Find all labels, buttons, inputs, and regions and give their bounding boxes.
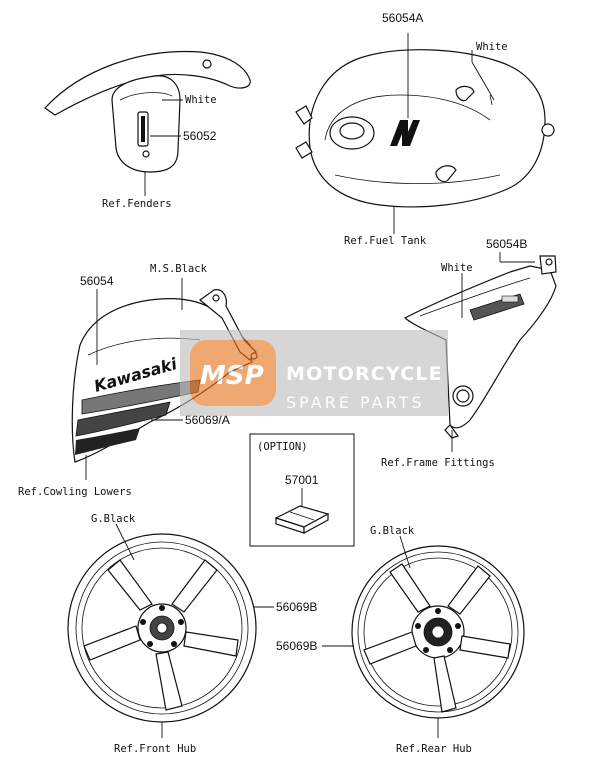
option-box: (OPTION) 57001 (249, 433, 355, 547)
front-part-number[interactable]: 56069B (276, 600, 317, 614)
watermark-logo: MSP (200, 361, 264, 391)
rear-part-number[interactable]: 56069B (276, 639, 317, 653)
fender-part-number[interactable]: 56052 (183, 129, 217, 143)
cowl-part-number[interactable]: 56054 (80, 274, 114, 288)
option-clip-part[interactable] (274, 505, 330, 535)
watermark-logo-badge (190, 340, 276, 406)
watermark: MSP MOTORCYCLE SPARE PARTS (180, 330, 448, 416)
option-part-number[interactable]: 57001 (285, 473, 319, 487)
watermark-subtitle: SPARE PARTS (286, 393, 425, 412)
cowl-ref-label: Ref.Cowling Lowers (18, 486, 132, 498)
watermark-title: MOTORCYCLE (286, 363, 443, 385)
front-fender[interactable] (44, 50, 251, 173)
front-color-label: G.Black (91, 513, 136, 525)
frame-part-number[interactable]: 56054B (486, 237, 527, 251)
rear-color-label: G.Black (370, 525, 415, 537)
frame-ref-label: Ref.Frame Fittings (381, 457, 495, 469)
fuel-tank[interactable] (295, 49, 555, 208)
front-wheel[interactable] (67, 533, 257, 723)
rear-ref-label: Ref.Rear Hub (396, 743, 472, 755)
fender-ref-label: Ref.Fenders (102, 198, 172, 210)
tank-white-label: White (476, 41, 508, 53)
fender-white-label: White (185, 94, 217, 106)
option-title: (OPTION) (257, 441, 308, 453)
frame-white-label: White (441, 262, 473, 274)
rear-wheel[interactable] (351, 545, 525, 719)
front-ref-label: Ref.Front Hub (114, 743, 196, 755)
cowl-color-label: M.S.Black (150, 263, 208, 275)
cowl-part-number-b[interactable]: 56069/A (185, 413, 230, 427)
tank-ref-label: Ref.Fuel Tank (344, 235, 427, 247)
tank-part-number[interactable]: 56054A (382, 11, 423, 25)
